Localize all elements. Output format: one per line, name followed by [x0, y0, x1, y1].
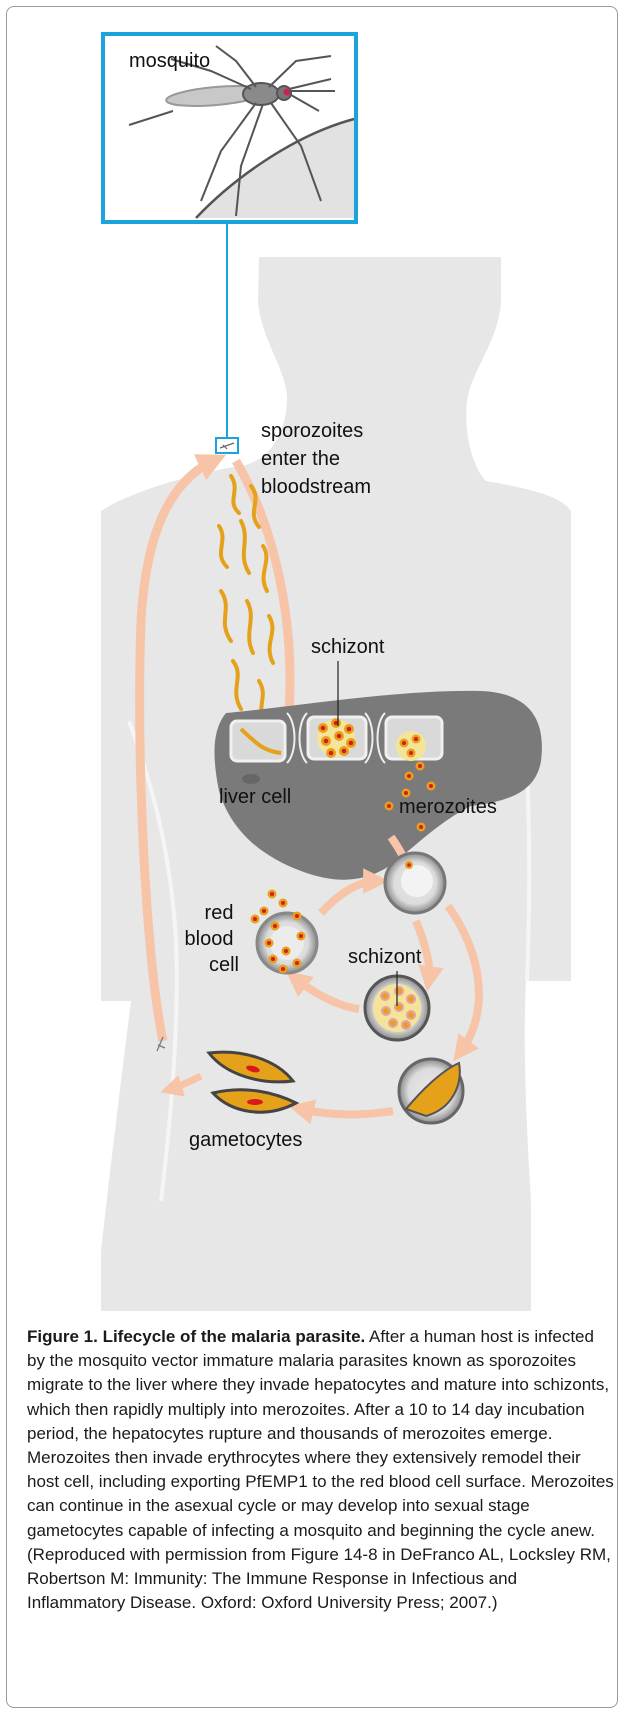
- caption-heading: Figure 1. Lifecycle of the malaria paras…: [27, 1327, 365, 1346]
- mosquito-label: mosquito: [129, 50, 210, 72]
- merozoites-label: merozoites: [399, 796, 497, 818]
- gametocytes-label: gametocytes: [189, 1129, 302, 1151]
- figure-frame: mosquito sporozoites enter the bloodstre…: [6, 6, 618, 1708]
- rbc-gametocyte: [399, 1059, 463, 1123]
- figure-caption: Figure 1. Lifecycle of the malaria paras…: [27, 1325, 615, 1615]
- schizont-blood-label: schizont: [348, 946, 422, 968]
- schizont-liver-label: schizont: [311, 636, 385, 658]
- lifecycle-diagram: mosquito sporozoites enter the bloodstre…: [7, 7, 618, 1317]
- rbc-uninfected: [385, 853, 445, 913]
- liver-cell-label: liver cell: [219, 786, 291, 808]
- caption-body: After a human host is infected by the mo…: [27, 1327, 614, 1612]
